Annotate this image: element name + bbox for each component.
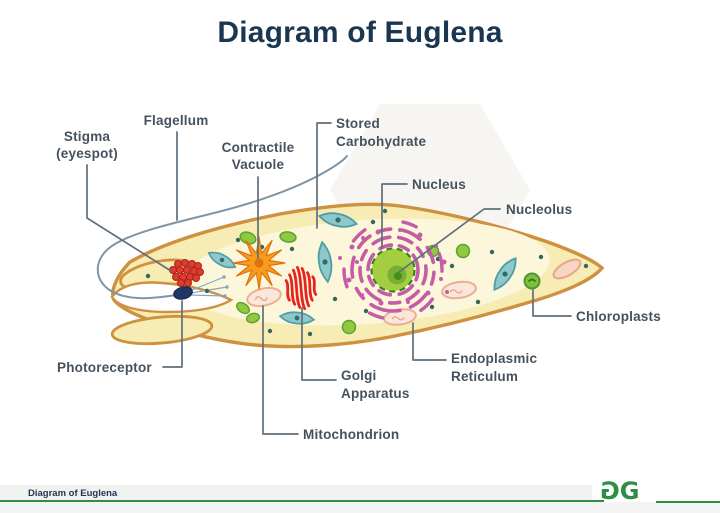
geeksforgeeks-logo-left-g: G bbox=[604, 477, 620, 505]
flagellum-organelle bbox=[96, 155, 348, 300]
flagellar-roots bbox=[189, 275, 229, 298]
label-nucleus: Nucleus bbox=[412, 177, 466, 192]
label-golgi-apparatus: Golgi bbox=[341, 368, 377, 383]
label-stigma-2: (eyespot) bbox=[56, 146, 118, 161]
label-stored-carbohydrate: Stored bbox=[336, 116, 380, 131]
page-title: Diagram of Euglena bbox=[217, 16, 503, 49]
geeksforgeeks-logo-right-g: G bbox=[619, 477, 640, 505]
leader-photoreceptor bbox=[162, 300, 183, 368]
leader-stored-carbohydrate bbox=[316, 122, 332, 229]
chloroplast-disc bbox=[523, 272, 541, 290]
footer-caption: Diagram of Euglena bbox=[28, 487, 118, 499]
label-endoplasmic-reticulum-2: Reticulum bbox=[451, 369, 518, 384]
label-contractile-vacuole-2: Vacuole bbox=[232, 157, 285, 172]
label-mitochondrion: Mitochondrion bbox=[303, 427, 399, 442]
chloroplast-spindles bbox=[207, 212, 517, 325]
leader-endoplasmic-reticulum bbox=[412, 322, 447, 361]
reservoir-cavity bbox=[110, 281, 234, 314]
mitochondria bbox=[246, 258, 582, 326]
label-chloroplasts: Chloroplasts bbox=[576, 309, 661, 324]
leader-lines bbox=[86, 122, 572, 435]
leader-mitochondrion bbox=[262, 305, 299, 435]
footer-bottom-strip bbox=[0, 502, 720, 513]
leader-nucleolus bbox=[398, 208, 501, 273]
geeksforgeeks-logo: GG bbox=[604, 477, 654, 507]
euglena-diagram: Stigma (eyespot) Flagellum Contractile V… bbox=[56, 104, 661, 442]
label-endoplasmic-reticulum: Endoplasmic bbox=[451, 351, 538, 366]
label-golgi-apparatus-2: Apparatus bbox=[341, 386, 410, 401]
photoreceptor-organelle bbox=[173, 286, 193, 300]
stigma-eyespot-organelle bbox=[169, 259, 204, 287]
anterior-lip-lobe bbox=[110, 314, 214, 346]
labels: Stigma (eyespot) Flagellum Contractile V… bbox=[56, 113, 661, 442]
endoplasmic-reticulum-organelle bbox=[338, 219, 449, 321]
leader-stigma bbox=[86, 164, 172, 272]
leader-nucleus bbox=[381, 183, 408, 249]
label-nucleolus: Nucleolus bbox=[506, 202, 572, 217]
footer-accent-line-right bbox=[656, 500, 720, 503]
leader-chloroplasts bbox=[532, 289, 572, 317]
golgi-apparatus-organelle bbox=[284, 265, 318, 311]
label-stored-carbohydrate-2: Carbohydrate bbox=[336, 134, 426, 149]
label-flagellum: Flagellum bbox=[144, 113, 209, 128]
footer-accent-line-left bbox=[0, 499, 604, 502]
contractile-vacuole-organelle bbox=[232, 236, 286, 290]
label-stigma: Stigma bbox=[64, 129, 111, 144]
footer-bar: Diagram of Euglena bbox=[0, 485, 592, 501]
label-contractile-vacuole: Contractile bbox=[222, 140, 295, 155]
leader-golgi-apparatus bbox=[301, 307, 337, 381]
label-photoreceptor: Photoreceptor bbox=[57, 360, 152, 375]
